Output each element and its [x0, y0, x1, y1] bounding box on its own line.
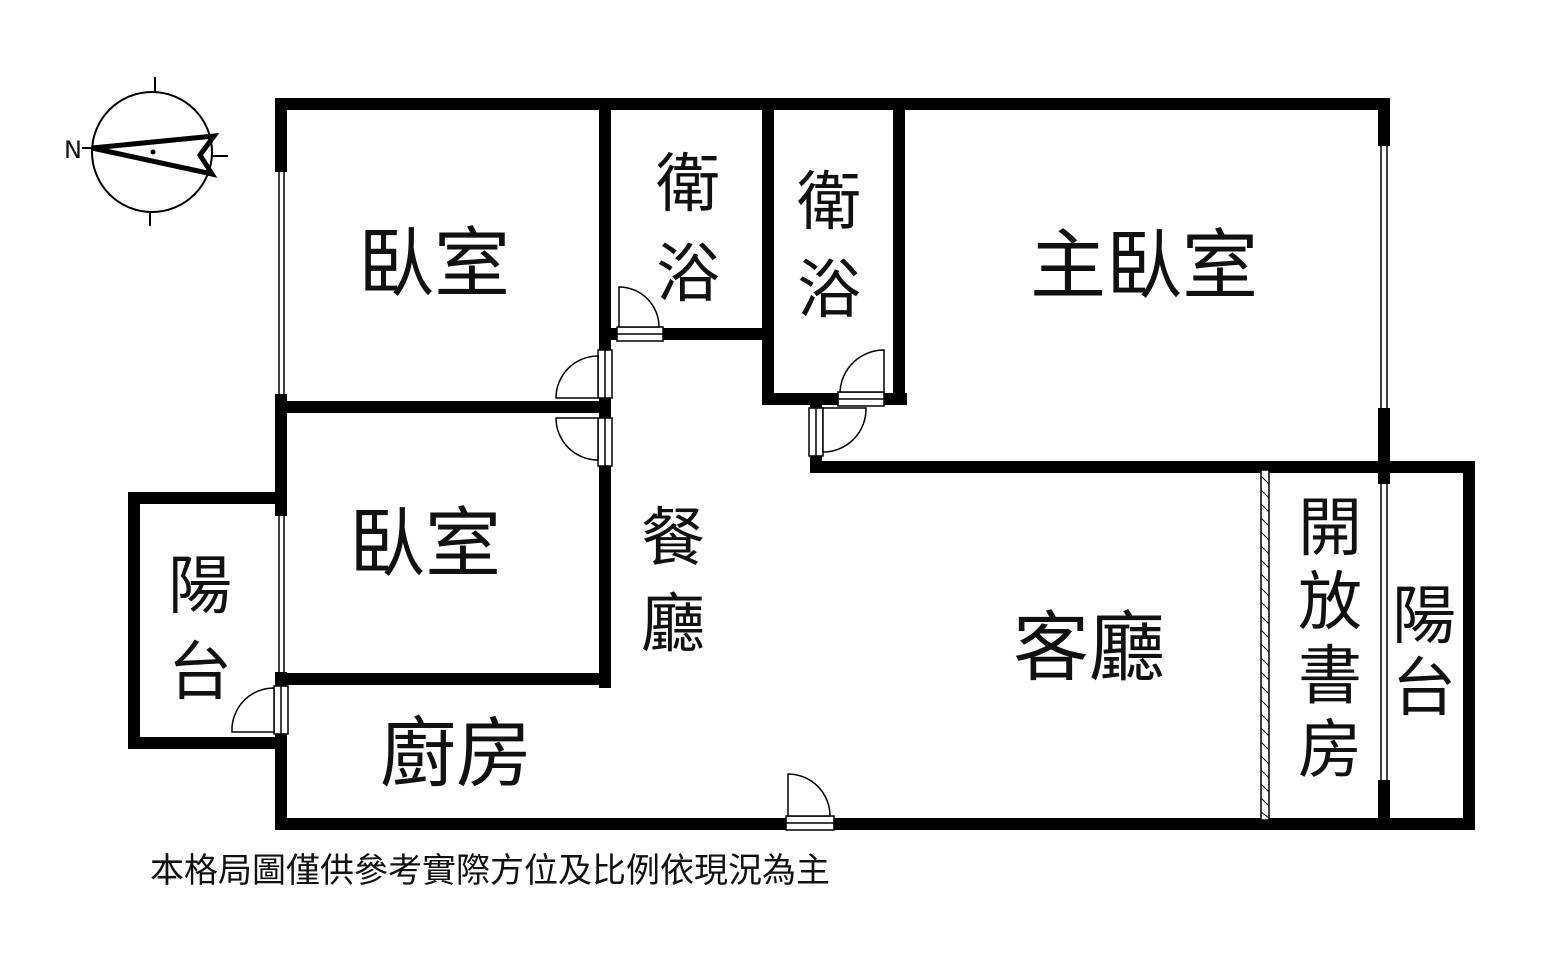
bedroom-upper-label: 臥室 — [358, 219, 510, 308]
disclaimer-note: 本格局圖僅供參考實際方位及比例依現況為主 — [150, 851, 830, 891]
study-label-3: 書 — [1298, 640, 1362, 714]
windows — [274, 146, 1391, 780]
study-label-1: 開 — [1298, 492, 1362, 566]
bedroom-lower-label: 臥室 — [349, 499, 501, 588]
balcony-left-label-1: 陽 — [168, 550, 232, 624]
living-room-label: 客廳 — [1013, 603, 1165, 692]
dining-label-2: 廳 — [641, 588, 705, 662]
balcony-right-label-2: 台 — [1392, 652, 1456, 726]
study-label-4: 房 — [1298, 714, 1362, 788]
dining-label-1: 餐 — [641, 502, 705, 576]
bath-left-label-1: 衛 — [656, 148, 720, 222]
room-labels: 臥室 衛 浴 衛 浴 主臥室 臥室 陽 台 餐 廳 客廳 開 放 書 房 陽 台… — [168, 148, 1456, 798]
north-label: N — [64, 136, 82, 164]
balcony-right-label-1: 陽 — [1392, 580, 1456, 654]
bath-right-label-2: 浴 — [797, 254, 861, 328]
kitchen-label: 廚房 — [380, 709, 532, 798]
study-partition — [1260, 469, 1270, 821]
master-bedroom-label: 主臥室 — [1030, 221, 1258, 310]
bath-right-label-1: 衛 — [797, 166, 861, 240]
compass-icon: N — [64, 77, 228, 226]
study-label-2: 放 — [1298, 566, 1362, 640]
balcony-left-label-2: 台 — [168, 636, 232, 710]
doors — [231, 286, 885, 831]
bath-left-label-2: 浴 — [656, 238, 720, 312]
